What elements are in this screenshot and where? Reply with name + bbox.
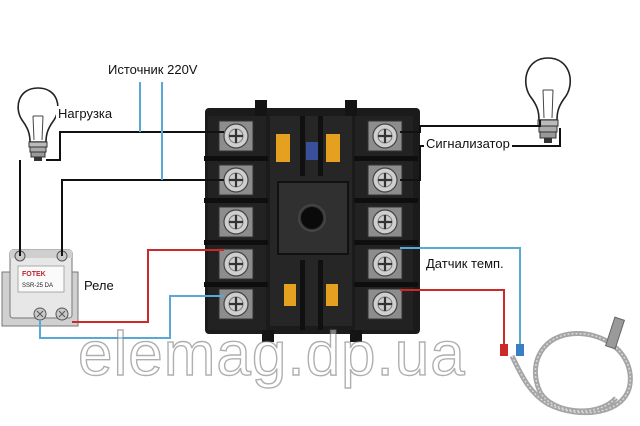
wires-black [19,120,561,256]
thermocouple-probe [604,316,626,350]
terminal-screw-right-3 [367,206,403,238]
terminal-screw-left-4 [218,248,254,280]
wires-blue [39,247,521,346]
terminal-screw-right-1 [367,120,403,152]
lamp-load-icon [17,87,59,161]
wires-red [72,249,505,346]
terminal-screws-left [218,120,254,320]
wire-alarm-1 [400,120,541,133]
wire-load-to-controller [46,131,224,161]
terminal-screw-left-2 [218,164,254,196]
socket-accent-top-1 [276,134,290,162]
thermocouple-sensor [500,316,633,416]
socket-clip-bottom-left [262,330,274,342]
terminal-screw-left-3 [218,206,254,238]
socket-blue-mark [306,142,318,160]
wires-source [139,82,163,180]
label-source: Источник 220V [108,62,198,77]
terminal-screws-right [367,120,403,320]
thermocouple-terminal-blue [516,344,524,356]
controller-socket [204,100,420,342]
solid-state-relay: FOTEK SSR-25 DA [1,249,79,327]
terminal-screw-left-5 [218,288,254,320]
thermocouple-terminal-red [500,344,508,356]
socket-clip-top-right [345,100,357,116]
wire-sensor-blue [400,247,521,346]
socket-clip-bottom-right [350,330,362,342]
socket-accent-bottom-1 [284,284,296,306]
socket-separators [204,156,418,287]
relay-brand: FOTEK [22,271,46,278]
wire-relay-blue [39,295,224,339]
lamp-alarm-icon [525,57,571,143]
label-load: Нагрузка [56,106,115,122]
label-sensor: Датчик темп. [424,256,506,272]
wire-relay-red [72,249,224,323]
terminal-screw-right-2 [367,164,403,196]
socket-clip-top-left [255,100,267,116]
socket-accent-top-2 [326,134,340,162]
label-relay: Реле [82,278,116,294]
relay-brand-label [17,265,65,293]
relay-model: SSR-25 DA [22,283,53,289]
wire-relay-to-controller [61,179,224,256]
watermark: elemag.dp.ua [78,320,466,389]
terminal-screw-left-1 [218,120,254,152]
label-alarm: Сигнализатор [424,136,512,152]
wire-sensor-red [400,289,505,346]
wire-alarm-2 [400,128,561,181]
socket-center-hole [301,207,323,229]
socket-accent-bottom-2 [326,284,338,306]
terminal-screw-right-4 [367,248,403,280]
terminal-screw-right-5 [367,288,403,320]
